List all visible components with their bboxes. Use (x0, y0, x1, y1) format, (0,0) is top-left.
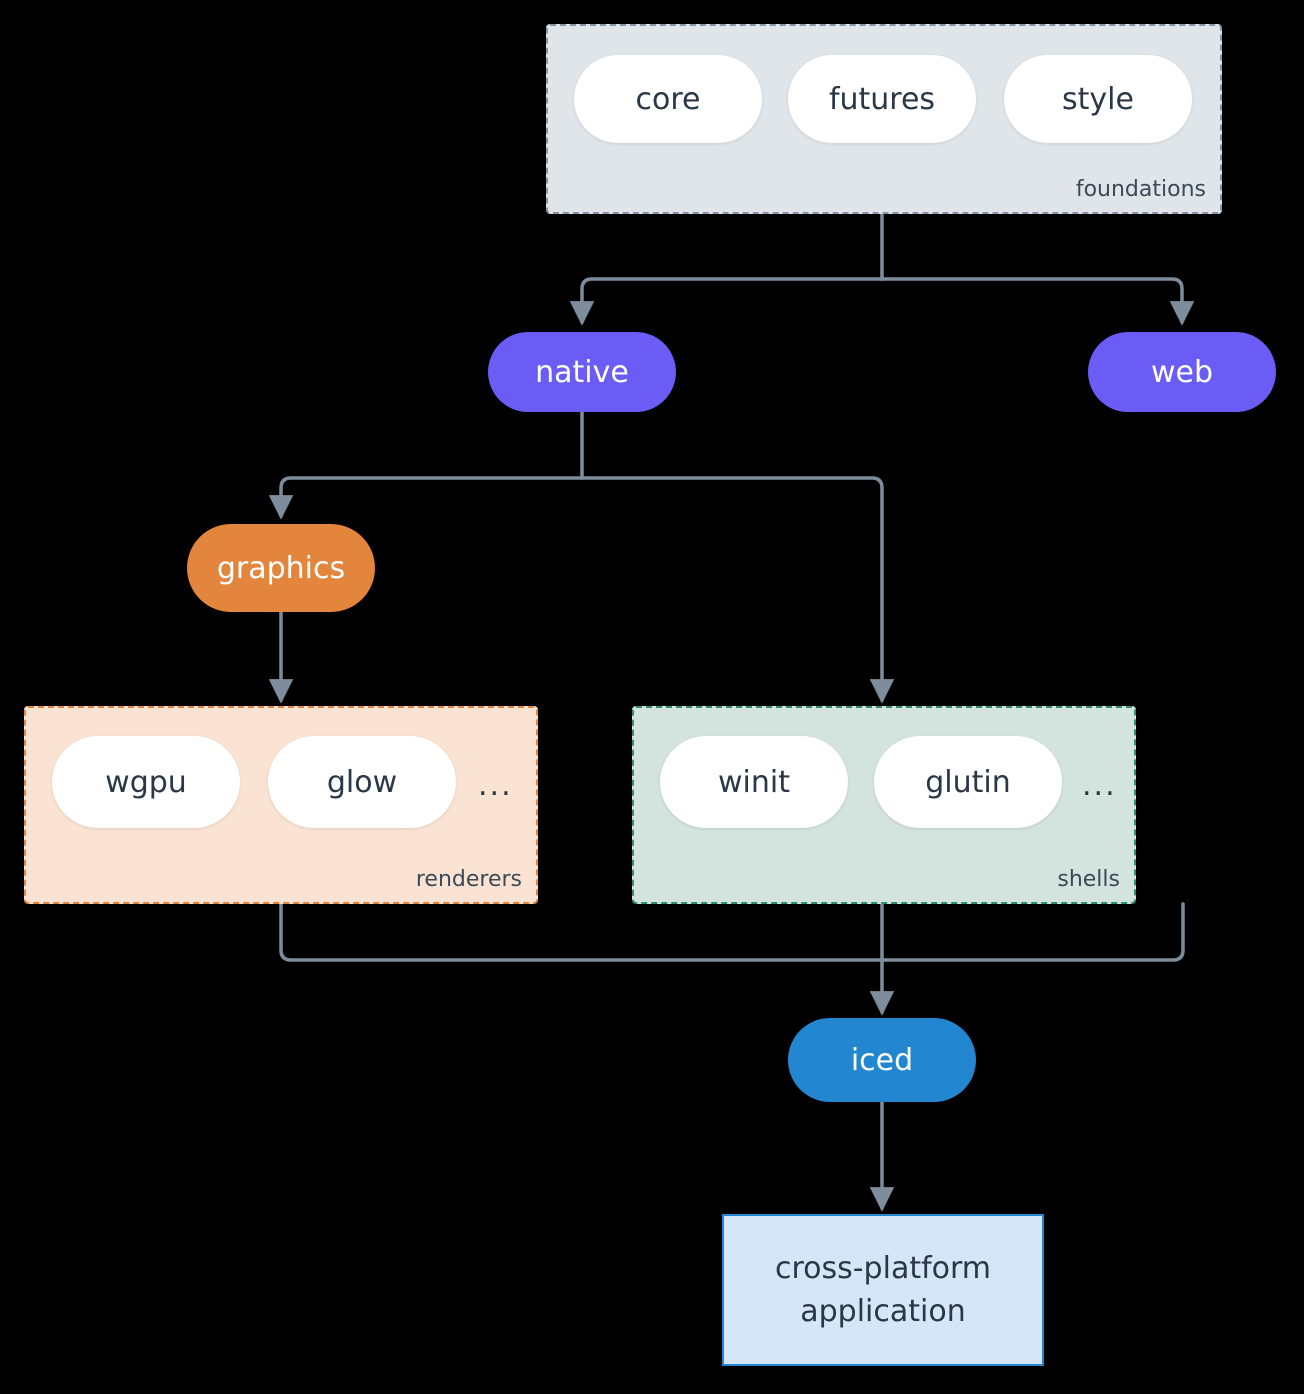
node-native-label: native (535, 354, 629, 390)
pill-style[interactable]: style (1004, 55, 1192, 143)
pill-wgpu-label: wgpu (105, 764, 187, 800)
pill-core-label: core (635, 81, 701, 117)
node-application-line1: cross-platform (774, 1250, 992, 1286)
node-application-line2: application (800, 1294, 966, 1329)
edge-native-to-graphics (268, 476, 584, 520)
pill-winit[interactable]: winit (660, 736, 848, 828)
pill-core[interactable]: core (574, 55, 762, 143)
node-application[interactable]: cross-platform application (722, 1214, 1044, 1366)
pill-winit-label: winit (718, 764, 790, 800)
group-renderers: wgpu glow ... renderers (24, 706, 538, 904)
node-graphics[interactable]: graphics (187, 524, 375, 612)
pill-style-label: style (1062, 81, 1134, 117)
shells-ellipsis: ... (1082, 768, 1117, 803)
group-shells-label: shells (1057, 867, 1120, 892)
edge-renderers-to-iced (279, 902, 884, 962)
group-foundations: core futures style foundations (546, 24, 1222, 214)
node-web-label: web (1150, 354, 1214, 390)
pill-futures-label: futures (828, 81, 936, 117)
pill-glutin-label: glutin (925, 764, 1011, 800)
edge-web-to-iced (880, 902, 1185, 962)
group-shells: winit glutin ... shells (632, 706, 1136, 904)
node-iced-label: iced (850, 1042, 914, 1078)
pill-glutin[interactable]: glutin (874, 736, 1062, 828)
group-renderers-label: renderers (415, 867, 522, 892)
group-foundations-label: foundations (1075, 177, 1206, 202)
edge-foundations-to-native (569, 277, 884, 326)
pill-wgpu[interactable]: wgpu (52, 736, 240, 828)
pill-futures[interactable]: futures (788, 55, 976, 143)
node-graphics-label: graphics (216, 550, 346, 586)
node-iced[interactable]: iced (788, 1018, 976, 1102)
pill-glow[interactable]: glow (268, 736, 456, 828)
node-native[interactable]: native (488, 332, 676, 412)
node-web[interactable]: web (1088, 332, 1276, 412)
renderers-ellipsis: ... (478, 768, 513, 803)
edge-foundations-to-web (880, 277, 1195, 326)
pill-glow-label: glow (326, 764, 398, 800)
edge-native-to-shells (580, 476, 895, 704)
